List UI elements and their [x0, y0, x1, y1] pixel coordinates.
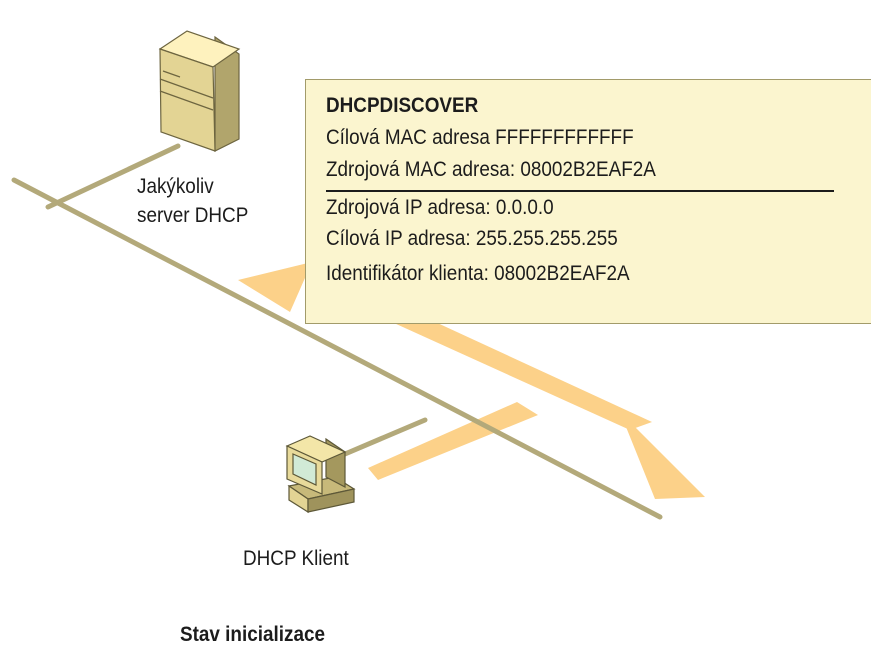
server-front	[159, 48, 216, 152]
server-label: Jakýkoliv server DHCP	[137, 172, 248, 230]
packet-header-divider	[326, 190, 834, 192]
broadcast-arrow-head-right	[620, 412, 705, 499]
network-wires	[11, 143, 663, 520]
computer-icon	[285, 435, 356, 514]
server-bay-line	[159, 90, 214, 111]
packet-field-destination-ip: Cílová IP adresa: 255.255.255.255	[326, 227, 618, 250]
diagram-caption: Stav inicializace	[180, 623, 325, 646]
network-segment	[11, 177, 663, 520]
packet-field-destination-mac: Cílová MAC adresa FFFFFFFFFFFF	[326, 126, 634, 149]
server-bay-line	[159, 78, 214, 99]
computer-base-side	[307, 488, 355, 513]
client-drop-line	[342, 417, 428, 457]
packet-field-source-ip: Zdrojová IP adresa: 0.0.0.0	[326, 196, 554, 219]
server-label-line2: server DHCP	[137, 204, 249, 227]
dhcpdiscover-packet-box: DHCPDISCOVER Cílová MAC adresa FFFFFFFFF…	[305, 79, 871, 324]
packet-title: DHCPDISCOVER	[326, 94, 479, 117]
server-bay-line	[162, 70, 181, 78]
client-arrow-stub	[368, 402, 538, 480]
server-drop-line	[45, 143, 181, 210]
monitor-screen	[292, 453, 317, 486]
packet-field-source-mac: Zdrojová MAC adresa: 08002B2EAF2A	[326, 158, 656, 181]
broadcast-arrow-head-left	[238, 262, 312, 312]
server-tower-icon	[158, 30, 241, 152]
packet-field-client-identifier: Identifikátor klienta: 08002B2EAF2A	[326, 262, 630, 285]
server-label-line1: Jakýkoliv	[137, 175, 214, 198]
client-label: DHCP Klient	[243, 547, 349, 570]
